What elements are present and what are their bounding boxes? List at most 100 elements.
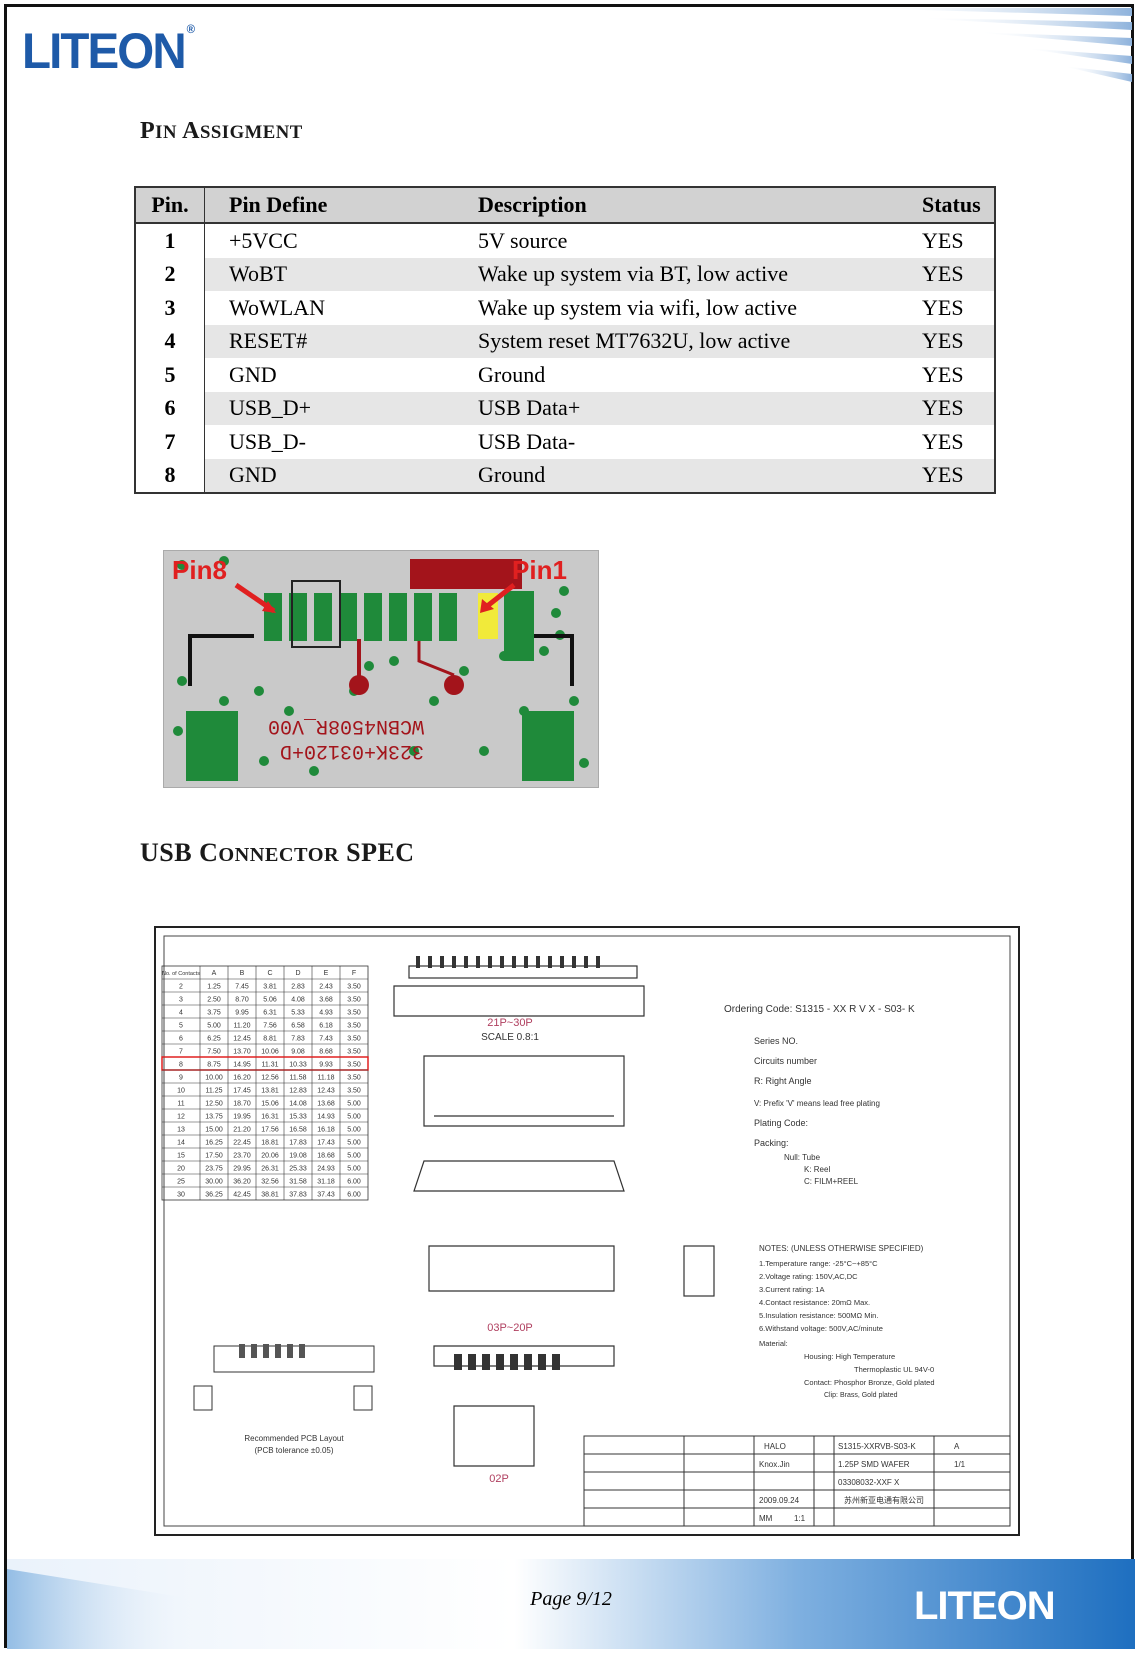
dim-table-cell: 31.58 (289, 1179, 307, 1186)
dim-table-cell: 6.18 (319, 1023, 333, 1030)
pin-define: WoWLAN (229, 294, 325, 320)
dim-table-cell: 5.06 (263, 997, 277, 1004)
dim-table-cell: 11.58 (290, 1075, 307, 1082)
title-block-halo: HALO (764, 1442, 786, 1451)
dim-table-cell: 11.31 (262, 1062, 279, 1069)
dim-table-cell: 12 (177, 1114, 185, 1121)
dim-table-cell: 17.56 (261, 1127, 279, 1134)
dim-table-cell: 9.08 (291, 1049, 305, 1056)
dim-table-cell: 36.20 (233, 1179, 251, 1186)
pin-number: 4 (135, 324, 205, 358)
pin-description: Ground (454, 458, 898, 493)
pin-description: Wake up system via BT, low active (454, 257, 898, 291)
dim-table-header: D (295, 970, 300, 977)
pin-status: YES (898, 324, 995, 358)
dim-table-cell: 3.50 (347, 997, 361, 1004)
dim-table-cell: 3.50 (347, 1088, 361, 1095)
title-block-title: 1.25P SMD WAFER (838, 1460, 910, 1469)
dim-table-cell: 7 (179, 1049, 183, 1056)
pin-assignment-table: Pin. Pin Define Description Status 1 +5V… (134, 186, 996, 494)
table-row: 8 GND Ground YES (135, 458, 995, 493)
column-header: Pin Define (204, 187, 454, 224)
pin-define: WoBT (204, 257, 454, 291)
title-block-sheet: 1/1 (954, 1460, 966, 1469)
dim-table-cell: 5.00 (347, 1140, 361, 1147)
dim-table-cell: 4.93 (319, 1010, 333, 1017)
dim-table-cell: 5.00 (347, 1153, 361, 1160)
pin-number: 1 (135, 223, 205, 258)
title-block-units: MM (759, 1514, 773, 1523)
dim-table-cell: 4 (179, 1010, 183, 1017)
dim-table-cell: 16.25 (205, 1140, 223, 1147)
dim-table-cell: 8 (179, 1062, 183, 1069)
table-row: 7 USB_D- USB Data- YES (135, 425, 995, 459)
dim-table-cell: 3.75 (207, 1010, 221, 1017)
dim-table-cell: 15.06 (261, 1101, 279, 1108)
material-4: Clip: Brass, Gold plated (824, 1392, 898, 1399)
dim-table-header: F (352, 970, 356, 977)
dim-table-cell: 18.68 (317, 1153, 335, 1160)
title-block-date: 2009.09.24 (759, 1496, 800, 1505)
dim-table-cell: 13.68 (317, 1101, 335, 1108)
pin-number: 2 (135, 257, 205, 291)
pin-description: USB Data+ (454, 391, 898, 425)
pin-status: YES (922, 227, 964, 253)
dim-table-cell: 11.18 (318, 1075, 335, 1082)
pcb-pin8-label: Pin8 (172, 555, 227, 585)
dim-table-cell: 26.31 (261, 1166, 279, 1173)
pin-status: YES (898, 391, 995, 425)
dim-table-cell: 15.00 (205, 1127, 223, 1134)
pcb-pin1-label: Pin1 (512, 555, 567, 585)
dim-table-cell: 17.45 (233, 1088, 251, 1095)
dim-table-cell: 5.00 (347, 1101, 361, 1108)
dim-table-header: A (212, 970, 217, 977)
scale-text: SCALE 0.8:1 (481, 1032, 539, 1043)
pin-define: +5VCC (229, 227, 298, 253)
order-item-1: Series NO. (754, 1036, 798, 1046)
dim-table-cell: 7.45 (235, 984, 249, 991)
dim-table-cell: 3.50 (347, 1023, 361, 1030)
dim-table-cell: 5.00 (207, 1023, 221, 1030)
dim-table-cell: 12.83 (289, 1088, 307, 1095)
dim-table-cell: 14.08 (289, 1101, 307, 1108)
note-3: 3.Current rating: 1A (759, 1285, 824, 1294)
dim-table-cell: 15 (177, 1153, 185, 1160)
dim-table-cell: 20.06 (261, 1153, 279, 1160)
pin-status: YES (898, 257, 995, 291)
dim-table-cell: 11.20 (234, 1023, 251, 1030)
dim-table-cell: 3.68 (319, 997, 333, 1004)
column-header: Description (454, 187, 898, 224)
dim-table-cell: 12.45 (233, 1036, 251, 1043)
table-row: 3 WoWLAN Wake up system via wifi, low ac… (135, 291, 995, 325)
dim-table-cell: 2.43 (319, 984, 333, 991)
dim-table-cell: 7.56 (263, 1023, 277, 1030)
dim-table-cell: 6.00 (347, 1192, 361, 1199)
notes-title: NOTES: (UNLESS OTHERWISE SPECIFIED) (759, 1244, 924, 1253)
dim-table-cell: 16.20 (233, 1075, 251, 1082)
dim-table-cell: 9.95 (235, 1010, 249, 1017)
title-block-company: 苏州新亚电通有限公司 (844, 1495, 924, 1505)
header-stripes-decoration (772, 8, 1132, 98)
dim-table-cell: 20 (177, 1166, 185, 1173)
dim-table-cell: 9.93 (319, 1062, 333, 1069)
note-4: 4.Contact resistance: 20mΩ Max. (759, 1298, 870, 1307)
material-title: Material: (759, 1339, 788, 1348)
dim-table-header: B (240, 970, 245, 977)
dim-table-cell: 10.33 (289, 1062, 307, 1069)
dim-table-cell: 5.00 (347, 1114, 361, 1121)
pin-number: 8 (135, 458, 205, 493)
pin-define: USB_D+ (204, 391, 454, 425)
dim-table-cell: 11.25 (206, 1088, 223, 1095)
order-item-2: Circuits number (754, 1056, 817, 1066)
pcb-layout-tolerance: (PCB tolerance ±0.05) (254, 1446, 333, 1455)
dim-table-cell: 3.50 (347, 984, 361, 991)
scale-range-label: 21P~30P (487, 1017, 533, 1029)
dim-table-cell: 18.70 (233, 1101, 251, 1108)
dim-table-cell: 24.93 (317, 1166, 335, 1173)
dim-table-cell: 12.56 (261, 1075, 279, 1082)
dim-table-cell: 38.81 (261, 1192, 279, 1199)
pin-description: Ground (478, 361, 546, 387)
pin-number: 6 (135, 391, 205, 425)
page-number: Page 9/12 (530, 1588, 612, 1610)
dim-table-cell: 25.33 (289, 1166, 307, 1173)
